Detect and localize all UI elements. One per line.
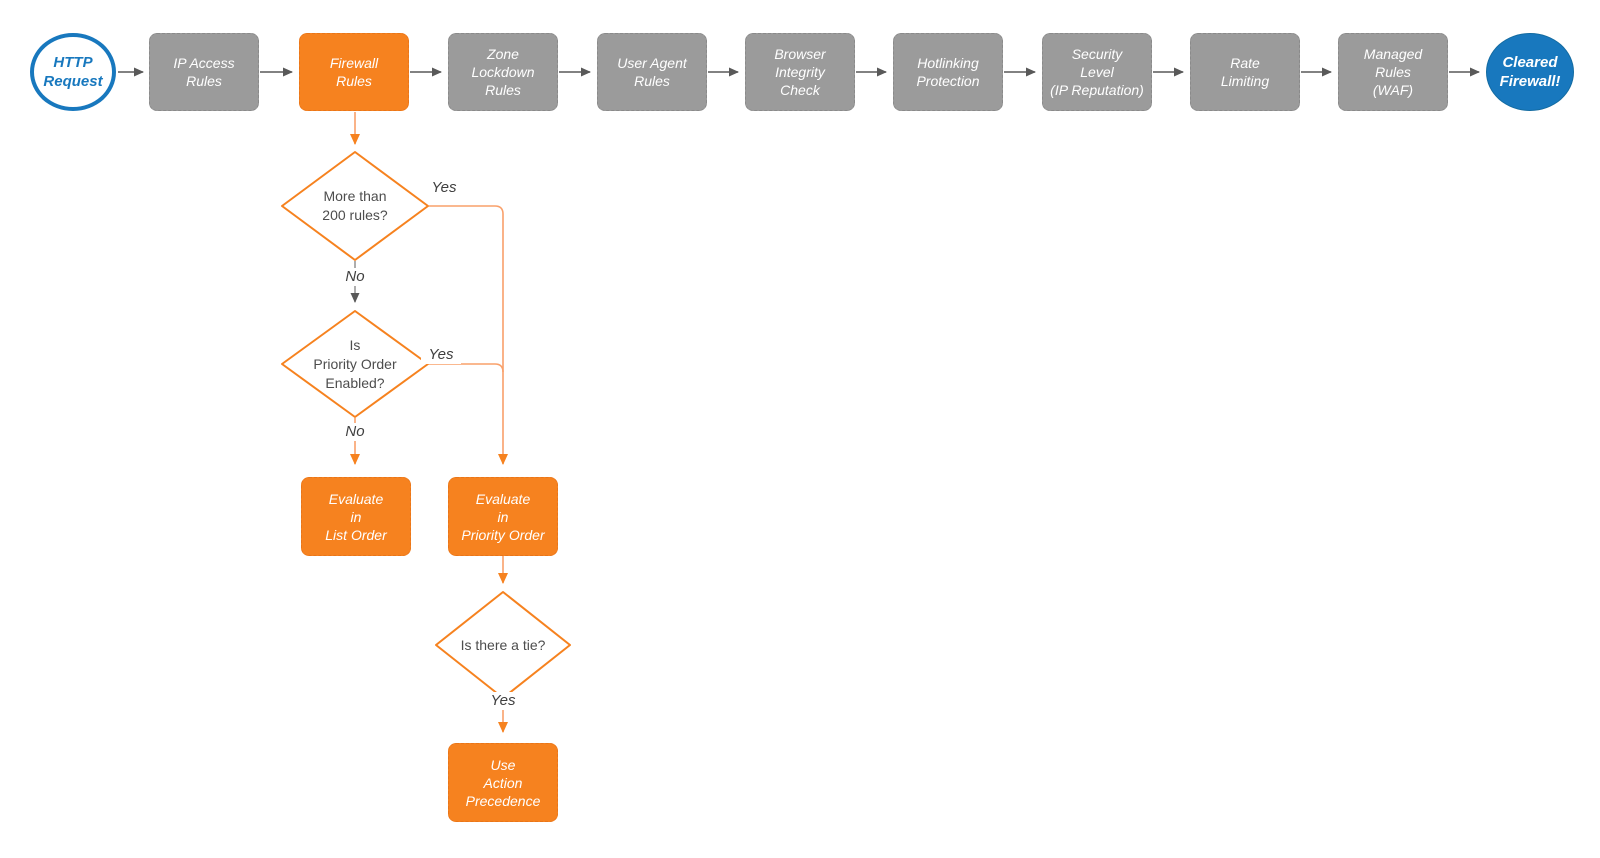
stage-security-level-ip-reputation: Security Level (IP Reputation)	[1042, 33, 1152, 111]
label-priority-no: No	[335, 423, 375, 441]
label-tie-yes: Yes	[483, 692, 523, 710]
label-200rules-yes: Yes	[424, 179, 464, 197]
stage-ip-access-rules: IP Access Rules	[149, 33, 259, 111]
label-200rules-no: No	[335, 268, 375, 286]
stage-firewall-rules: Firewall Rules	[299, 33, 409, 111]
end-node-cleared-firewall: Cleared Firewall!	[1486, 33, 1574, 111]
stage-zone-lockdown-rules: Zone Lockdown Rules	[448, 33, 558, 111]
edge-priority-yes-join	[429, 363, 504, 373]
start-node-http-request: HTTP Request	[30, 33, 116, 111]
stage-user-agent-rules: User Agent Rules	[597, 33, 707, 111]
stage-hotlinking-protection: Hotlinking Protection	[893, 33, 1003, 111]
question-is-there-a-tie: Is there a tie?	[460, 637, 546, 653]
question-priority-order-enabled: Is Priority Order Enabled?	[313, 337, 397, 391]
action-evaluate-in-priority-order: Evaluate in Priority Order	[448, 477, 558, 556]
question-more-than-200-rules: More than 200 rules?	[322, 188, 388, 223]
edge-200rules-yes-down	[429, 205, 508, 465]
stage-rate-limiting: Rate Limiting	[1190, 33, 1300, 111]
stage-managed-rules-waf: Managed Rules (WAF)	[1338, 33, 1448, 111]
stage-browser-integrity-check: Browser Integrity Check	[745, 33, 855, 111]
label-priority-yes: Yes	[421, 346, 461, 364]
action-evaluate-in-list-order: Evaluate in List Order	[301, 477, 411, 556]
action-use-action-precedence: Use Action Precedence	[448, 743, 558, 822]
